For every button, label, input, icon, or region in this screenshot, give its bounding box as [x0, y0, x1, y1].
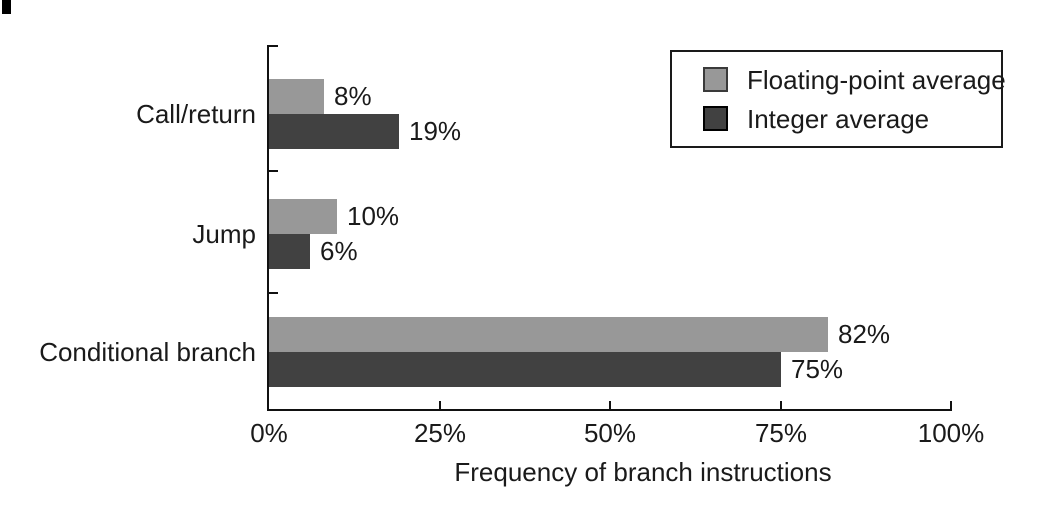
legend-swatch-floating-point-average — [703, 67, 728, 92]
x-tick-label: 75% — [754, 418, 808, 448]
bar-value-label: 82% — [838, 319, 891, 349]
y-axis-tick — [269, 292, 278, 294]
bar-floating-point-average — [269, 199, 337, 234]
x-axis-tick — [609, 401, 611, 409]
x-tick-label: 100% — [917, 418, 985, 448]
x-axis-tick — [950, 401, 952, 409]
legend-label-integer-average: Integer average — [747, 103, 930, 134]
x-tick-label: 0% — [250, 418, 288, 448]
x-axis-tick — [780, 401, 782, 409]
bar-value-label: 10% — [347, 201, 400, 231]
corner-crop-mark — [2, 0, 11, 14]
bar-value-label: 19% — [409, 116, 462, 146]
legend-item-integer-average: Integer average — [672, 99, 1001, 138]
legend-item-floating-point-average: Floating-point average — [672, 60, 1006, 99]
category-label: Conditional branch — [39, 337, 256, 367]
category-label: Jump — [192, 219, 256, 249]
legend: Floating-point average Integer average — [670, 50, 1006, 148]
x-axis-tick — [439, 401, 441, 409]
bar-integer-average — [269, 352, 781, 387]
y-axis-tick — [269, 170, 278, 172]
bar-value-label: 75% — [791, 354, 844, 384]
bar-floating-point-average — [269, 79, 324, 114]
y-axis-line — [267, 45, 269, 411]
bar-value-label: 8% — [334, 81, 372, 111]
x-axis-line — [267, 409, 952, 411]
legend-label-floating-point-average: Floating-point average — [747, 64, 1006, 95]
bar-value-label: 6% — [320, 236, 358, 266]
x-axis-title: Frequency of branch instructions — [454, 457, 832, 487]
bar-integer-average — [269, 234, 310, 269]
category-label: Call/return — [136, 99, 256, 129]
x-tick-label: 25% — [413, 418, 467, 448]
y-axis-tick — [269, 45, 278, 47]
x-tick-label: 50% — [583, 418, 637, 448]
bar-floating-point-average — [269, 317, 828, 352]
bar-integer-average — [269, 114, 399, 149]
legend-swatch-integer-average — [703, 106, 728, 131]
